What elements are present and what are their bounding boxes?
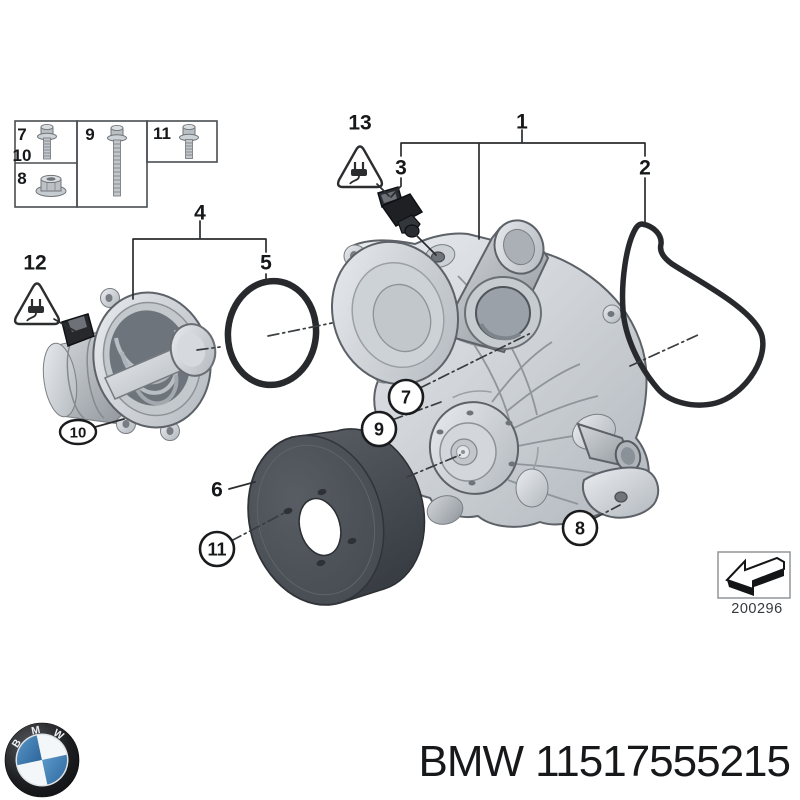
flange-nut-icon <box>35 174 67 197</box>
callout-10: 10 <box>58 418 98 446</box>
callout-8: 8 <box>561 509 599 547</box>
flange-bolt-small-icon <box>37 123 57 160</box>
svg-text:4: 4 <box>194 201 206 224</box>
thermostat <box>42 288 217 441</box>
callout-4: 4 <box>194 201 206 224</box>
stamp-box: 200296 <box>717 551 791 617</box>
stamp-code: 200296 <box>731 601 782 617</box>
svg-text:9: 9 <box>374 419 384 439</box>
svg-text:5: 5 <box>260 251 272 274</box>
pump-inlet-neck <box>439 219 550 354</box>
fastener-label-10: 10 <box>13 146 32 165</box>
pump-cone-cover <box>330 240 460 386</box>
svg-text:10: 10 <box>70 424 87 441</box>
callout-7: 7 <box>387 378 425 416</box>
fastener-label-9: 9 <box>85 125 94 144</box>
svg-text:12: 12 <box>23 251 46 274</box>
warning-triangle-12-icon <box>13 282 61 326</box>
temperature-sensor <box>377 186 424 238</box>
bmw-logo: B M W <box>4 722 80 798</box>
pump-hub <box>428 401 520 495</box>
svg-text:M: M <box>30 724 41 738</box>
thermostat-heater-connector <box>61 313 95 348</box>
svg-text:7: 7 <box>401 387 411 407</box>
callout-lines <box>53 129 701 542</box>
svg-text:6: 6 <box>211 478 223 501</box>
callout-6: 6 <box>211 478 223 501</box>
part-number: 11517555215 <box>535 737 790 786</box>
fastener-label-8: 8 <box>17 169 26 188</box>
plug-icon <box>26 299 44 322</box>
svg-text:1: 1 <box>516 110 528 133</box>
svg-text:11: 11 <box>207 539 226 559</box>
warning-triangle-13-icon <box>336 145 384 189</box>
svg-text:8: 8 <box>575 518 585 538</box>
callout-11: 11 <box>198 530 236 568</box>
svg-text:3: 3 <box>395 156 407 179</box>
pump-foot <box>582 466 660 519</box>
callout-5: 5 <box>260 251 272 274</box>
callout-2: 2 <box>639 156 651 179</box>
fastener-label-11: 11 <box>153 124 171 143</box>
callout-13: 13 <box>348 111 371 134</box>
water-pump <box>330 219 660 528</box>
bolt-short-icon <box>179 123 199 159</box>
callout-1: 1 <box>516 110 528 133</box>
fastener-box: 7 10 8 9 11 <box>13 120 218 208</box>
pulley <box>247 428 426 606</box>
plug-icon <box>349 162 367 185</box>
svg-text:2: 2 <box>639 156 651 179</box>
brand-text: BMW <box>419 737 525 786</box>
o-ring <box>224 277 320 389</box>
profile-gasket <box>619 221 766 408</box>
callout-9: 9 <box>360 410 398 448</box>
bolt-long-icon <box>107 124 127 197</box>
callout-12: 12 <box>23 251 46 274</box>
direction-arrow-icon <box>725 556 785 596</box>
svg-text:13: 13 <box>348 111 371 134</box>
fastener-label-7: 7 <box>17 125 26 144</box>
callout-3: 3 <box>395 156 407 179</box>
